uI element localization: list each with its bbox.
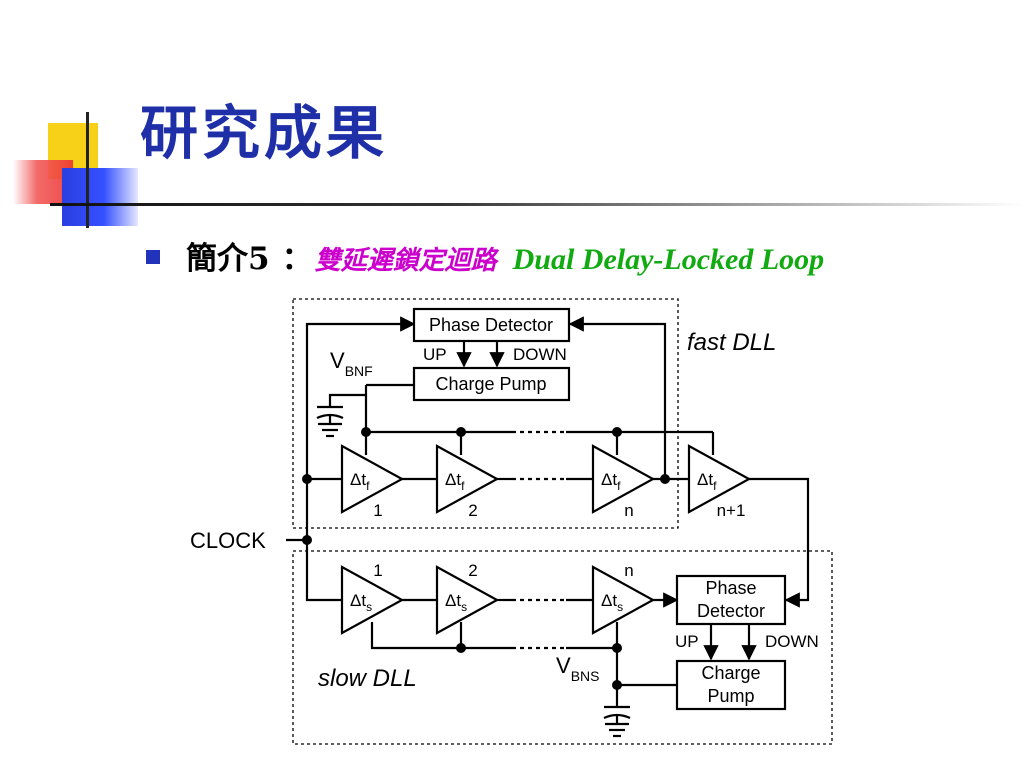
fast-feedback-left-wire	[305, 316, 416, 540]
fast-feedback-right-wire	[568, 316, 667, 479]
slow-phase-detector-label-2: Detector	[697, 601, 765, 621]
fast-up-label: UP	[423, 345, 447, 364]
fast-phase-detector-label: Phase Detector	[429, 315, 553, 335]
fast-capacitor-icon	[316, 405, 344, 438]
bullet-intro: 簡介5	[186, 241, 270, 277]
slow-phase-detector-label-1: Phase	[705, 578, 756, 598]
slow-dll-label: slow DLL	[318, 665, 417, 692]
slow-stage-2-number: 2	[468, 561, 477, 580]
slow-charge-pump-label-2: Pump	[707, 686, 754, 706]
junction-dot	[302, 474, 312, 484]
junction-dot	[612, 680, 622, 690]
decor-blue-square	[62, 168, 138, 226]
slow-up-label: UP	[675, 632, 699, 651]
english-topic-name: Dual Delay-Locked Loop	[512, 243, 825, 276]
fast-buffer-2	[435, 444, 500, 514]
slow-buffer-n-label: Δts	[601, 591, 623, 614]
fast-buffer-n1-label: Δtf	[697, 470, 717, 493]
vbns-label: VBNS	[556, 653, 599, 684]
slow-buffer-2-label: Δts	[445, 591, 467, 614]
junction-dot	[612, 427, 622, 437]
slow-down-label: DOWN	[765, 632, 819, 651]
junction-dot	[302, 535, 312, 545]
slow-charge-pump-box	[675, 659, 787, 711]
fast-buffer-1-label: Δtf	[350, 470, 370, 493]
slow-capacitor-icon	[603, 705, 631, 738]
fast-phase-detector-box	[412, 307, 571, 343]
fast-stage-1-number: 1	[373, 501, 382, 520]
fast-buffer-1	[340, 444, 405, 514]
fast-down-label: DOWN	[513, 345, 567, 364]
fast-stage-2-number: 2	[468, 501, 477, 520]
junction-dot	[456, 427, 466, 437]
bullet-colon: ：	[281, 241, 313, 277]
title-underline	[50, 203, 1024, 206]
fast-stage-n-number: n	[624, 501, 633, 520]
bullet-item: 簡介5 ：雙延遲鎖定迴路 Dual Delay-Locked Loop	[146, 244, 824, 275]
junction-dot	[660, 474, 670, 484]
junction-dot	[612, 643, 622, 653]
fast-buffer-n-label: Δtf	[601, 470, 621, 493]
fast-stage-n1-number: n+1	[717, 501, 746, 520]
slow-charge-pump-label-1: Charge	[701, 663, 760, 683]
fast-buffer-n	[591, 444, 656, 514]
slow-buffer-n	[591, 565, 656, 635]
clock-label: CLOCK	[190, 528, 266, 553]
fast-dll-boundary	[292, 298, 679, 529]
junction-dot	[456, 643, 466, 653]
fast-buffer-n1	[687, 444, 752, 514]
slow-buffer-1-label: Δts	[350, 591, 372, 614]
fast-charge-pump-label: Charge Pump	[435, 374, 546, 394]
slow-buffer-2	[435, 565, 500, 635]
slow-chain-in-wire	[305, 540, 342, 602]
fast-charge-pump-box	[412, 366, 571, 402]
fast-buffer-2-label: Δtf	[445, 470, 465, 493]
fast-dll-label: fast DLL	[687, 329, 776, 356]
square-bullet-icon	[146, 250, 160, 264]
chinese-topic-name: 雙延遲鎖定迴路	[314, 246, 497, 276]
junction-dot	[361, 427, 371, 437]
fast-capacitor-wire	[328, 393, 366, 406]
vbnf-label: VBNF	[330, 348, 373, 379]
slow-stage-1-number: 1	[373, 561, 382, 580]
decor-vertical-line	[86, 112, 89, 228]
slow-phase-detector-box	[675, 574, 787, 626]
slow-buffer-1	[340, 565, 405, 635]
slow-stage-n-number: n	[624, 561, 633, 580]
fast-to-slow-pd-wire	[749, 477, 810, 608]
slide-title: 研究成果	[140, 99, 389, 167]
